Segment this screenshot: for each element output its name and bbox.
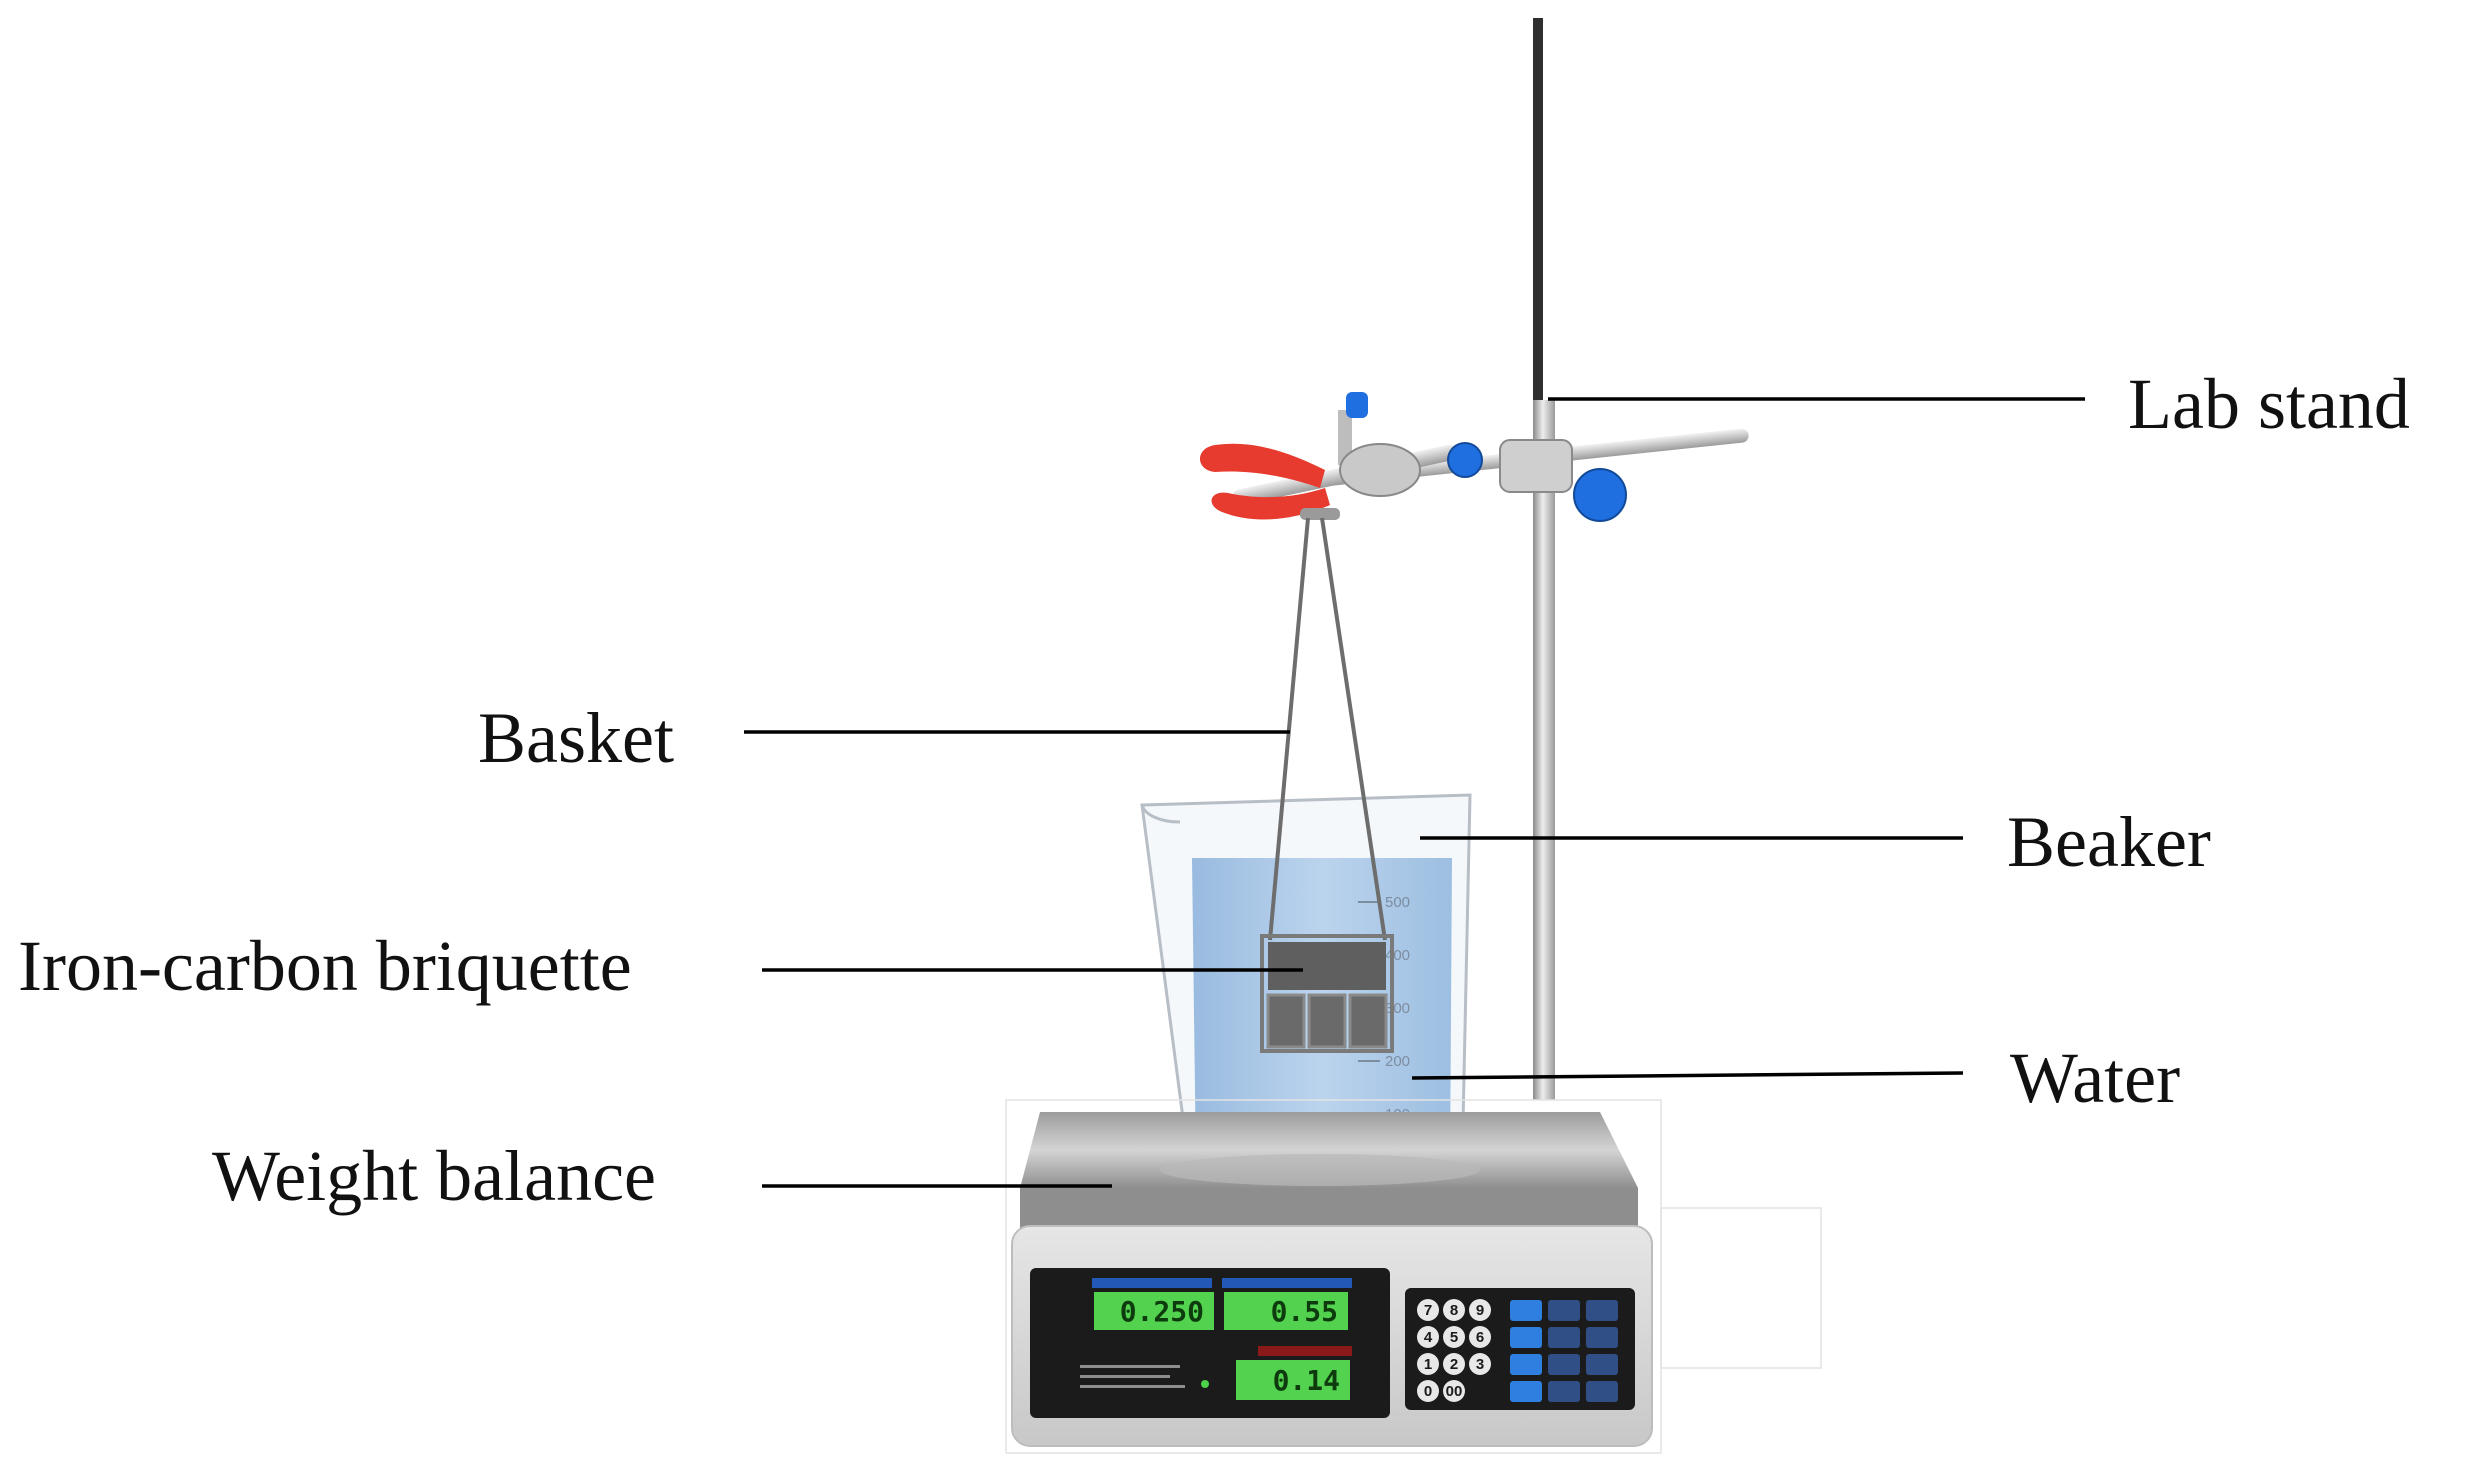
leader-lines bbox=[744, 397, 2085, 1188]
keypad-key-label: 6 bbox=[1476, 1329, 1484, 1346]
keypad-key[interactable] bbox=[1417, 1353, 1439, 1375]
briquette-piece bbox=[1266, 993, 1306, 1049]
function-key[interactable] bbox=[1510, 1381, 1542, 1402]
weight-display bbox=[1094, 1292, 1214, 1330]
keypad-key[interactable] bbox=[1417, 1380, 1439, 1402]
basket bbox=[1260, 517, 1394, 1053]
label-lab-stand: Lab stand bbox=[2128, 364, 2410, 444]
keypad-key[interactable] bbox=[1417, 1326, 1439, 1348]
keypad-key-label: 0 bbox=[1424, 1383, 1432, 1400]
keypad-key-label: 7 bbox=[1424, 1302, 1432, 1319]
clamp-body bbox=[1339, 443, 1421, 497]
function-key[interactable] bbox=[1586, 1327, 1618, 1348]
total-price-display bbox=[1236, 1360, 1350, 1400]
keypad-key[interactable] bbox=[1443, 1326, 1465, 1348]
clamp-knob-icon bbox=[1447, 442, 1483, 478]
function-key[interactable] bbox=[1548, 1381, 1580, 1402]
keypad-key-label: 1 bbox=[1424, 1356, 1432, 1373]
label-beaker: Beaker bbox=[2007, 802, 2211, 882]
function-key[interactable] bbox=[1510, 1300, 1542, 1321]
briquette-piece bbox=[1348, 993, 1388, 1049]
lab-stand bbox=[1533, 18, 1555, 1100]
keypad-key[interactable] bbox=[1417, 1299, 1439, 1321]
weight-readout: 0.250 bbox=[1120, 1295, 1204, 1328]
function-key[interactable] bbox=[1548, 1300, 1580, 1321]
balance-image-frame-side bbox=[1660, 1207, 1822, 1369]
lab-stand-rod-upper bbox=[1533, 18, 1543, 404]
label-weight-balance: Weight balance bbox=[212, 1136, 656, 1216]
unit-price-display bbox=[1224, 1292, 1348, 1330]
spec-text-line bbox=[1080, 1365, 1180, 1368]
spec-text-line bbox=[1080, 1385, 1185, 1388]
keypad-key-label: 8 bbox=[1450, 1302, 1458, 1319]
keypad-key[interactable] bbox=[1443, 1299, 1465, 1321]
leader-line-water bbox=[1411, 1071, 1964, 1080]
label-iron-carbon-briquette: Iron-carbon briquette bbox=[18, 926, 632, 1006]
weight-header-bar bbox=[1092, 1278, 1212, 1288]
keypad-key-label: 3 bbox=[1476, 1356, 1484, 1373]
unit-price-readout: 0.55 bbox=[1271, 1295, 1338, 1328]
keypad-key[interactable] bbox=[1469, 1299, 1491, 1321]
keypad-key-label: 00 bbox=[1446, 1383, 1463, 1400]
keypad-key-label: 5 bbox=[1450, 1329, 1458, 1346]
briquette-piece bbox=[1307, 993, 1347, 1049]
scale-tick-label: 500 bbox=[1385, 894, 1410, 911]
function-key[interactable] bbox=[1586, 1354, 1618, 1375]
function-key[interactable] bbox=[1586, 1381, 1618, 1402]
scale-tick-label: 300 bbox=[1385, 1000, 1410, 1017]
keypad-key-label: 4 bbox=[1424, 1329, 1433, 1346]
spec-text-line bbox=[1080, 1375, 1170, 1378]
clamp-upper-grip bbox=[1200, 443, 1325, 488]
balance-platform-edge bbox=[1020, 1188, 1638, 1228]
basket-string-right bbox=[1320, 517, 1387, 941]
keypad-key[interactable] bbox=[1443, 1353, 1465, 1375]
unit-price-header-bar bbox=[1222, 1278, 1352, 1288]
clamp-boss-head bbox=[1499, 439, 1573, 493]
basket-hook bbox=[1300, 508, 1340, 520]
keypad-key[interactable] bbox=[1469, 1353, 1491, 1375]
total-price-readout: 0.14 bbox=[1273, 1364, 1340, 1397]
clamp-screw-knob-icon bbox=[1346, 392, 1368, 418]
keypad-key[interactable] bbox=[1469, 1326, 1491, 1348]
keypad-key[interactable] bbox=[1443, 1380, 1465, 1402]
beaker-spout bbox=[1140, 804, 1181, 824]
boss-knob-icon bbox=[1573, 468, 1627, 522]
function-key[interactable] bbox=[1548, 1354, 1580, 1375]
label-basket: Basket bbox=[478, 698, 674, 778]
keypad-key-label: 2 bbox=[1450, 1356, 1458, 1373]
function-key[interactable] bbox=[1510, 1327, 1542, 1348]
clamp bbox=[1200, 392, 1749, 522]
basket-string-left bbox=[1268, 517, 1310, 941]
keypad-key-label: 9 bbox=[1476, 1302, 1484, 1319]
scale-tick-label: 400 bbox=[1385, 947, 1410, 964]
label-water: Water bbox=[2010, 1038, 2181, 1118]
clamp-screw bbox=[1338, 410, 1352, 465]
total-header-bar bbox=[1258, 1346, 1352, 1356]
iron-carbon-briquette bbox=[1268, 942, 1386, 990]
function-key[interactable] bbox=[1548, 1327, 1580, 1348]
lab-stand-rod-lower bbox=[1533, 400, 1555, 1100]
function-key[interactable] bbox=[1510, 1354, 1542, 1375]
function-key[interactable] bbox=[1586, 1300, 1618, 1321]
basket-frame bbox=[1260, 934, 1394, 1053]
power-indicator-icon bbox=[1201, 1380, 1209, 1388]
scale-tick-label: 200 bbox=[1385, 1053, 1410, 1070]
beaker-base-shadow bbox=[1160, 1154, 1480, 1186]
